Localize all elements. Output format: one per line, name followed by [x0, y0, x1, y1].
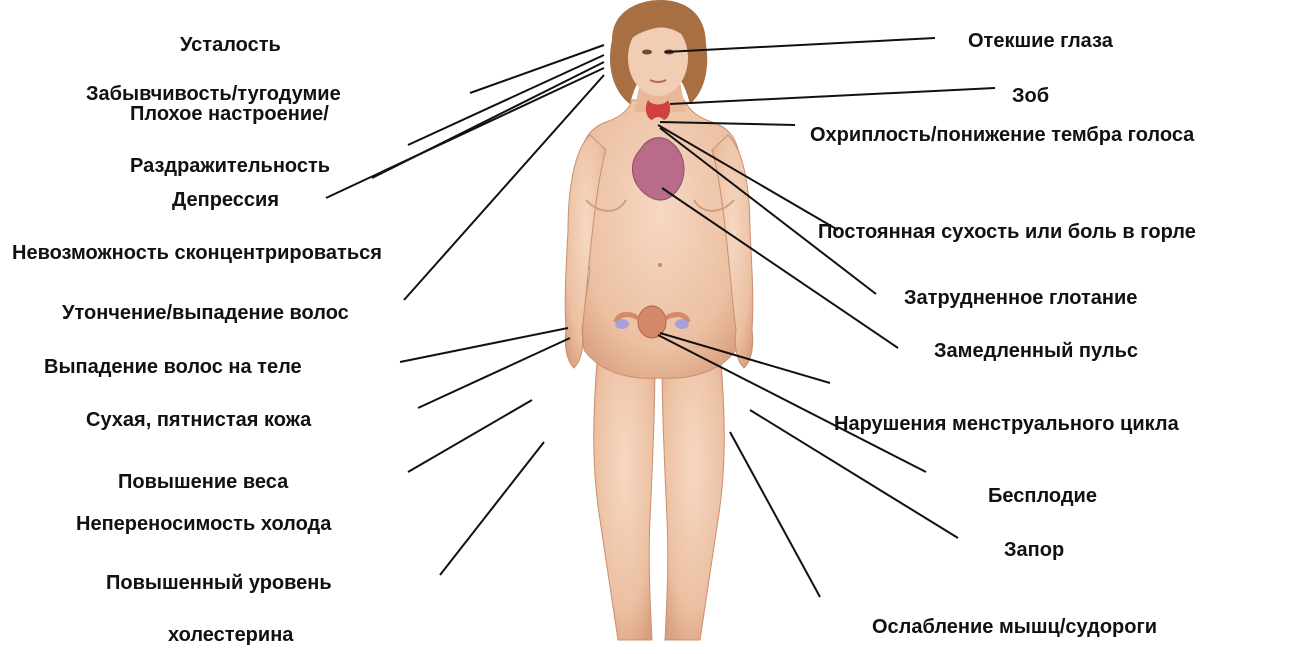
leader-line — [408, 55, 604, 145]
label-constipation: Запор — [1004, 540, 1064, 560]
label-high-cholesterol-line2: холестерина — [168, 625, 293, 645]
right-ovary — [675, 319, 689, 329]
leader-line — [326, 68, 604, 198]
left-ovary — [615, 319, 629, 329]
label-fatigue: Усталость — [180, 35, 281, 55]
leader-line — [670, 88, 995, 104]
label-slow-pulse: Замедленный пульс — [934, 341, 1138, 361]
label-forgetfulness: Забывчивость/тугодумие — [86, 84, 341, 104]
body-figure — [565, 0, 753, 640]
label-dry-skin: Сухая, пятнистая кожа — [86, 410, 311, 430]
label-cold-intolerance: Непереносимость холода — [76, 514, 331, 534]
leader-line — [730, 432, 820, 597]
label-high-cholesterol-line1: Повышенный уровень — [106, 573, 332, 593]
leader-line — [440, 442, 544, 575]
label-depression: Депрессия — [172, 190, 279, 210]
label-goiter: Зоб — [1012, 86, 1049, 106]
navel — [658, 263, 662, 267]
label-dry-throat: Постоянная сухость или боль в горле — [818, 222, 1196, 242]
left-leg — [594, 350, 655, 640]
label-difficulty-swallowing: Затрудненное глотание — [904, 288, 1137, 308]
label-bad-mood: Плохое настроение/ — [130, 104, 329, 124]
label-weight-gain: Повышение веса — [118, 472, 288, 492]
right-leg — [662, 350, 724, 640]
label-body-hair-loss: Выпадение волос на теле — [44, 357, 302, 377]
label-hair-thinning: Утончение/выпадение волос — [62, 303, 349, 323]
label-irritability: Раздражительность — [130, 156, 330, 176]
left-eye — [642, 50, 652, 55]
label-hoarseness: Охриплость/понижение тембра голоса — [810, 125, 1194, 145]
label-menstrual-disorders: Нарушения менструального цикла — [834, 414, 1179, 434]
label-muscle-weakness: Ослабление мышц/судороги — [872, 617, 1157, 637]
leader-line — [418, 338, 570, 408]
leader-line — [400, 328, 568, 362]
label-infertility: Бесплодие — [988, 486, 1097, 506]
label-puffy-eyes: Отекшие глаза — [968, 31, 1113, 51]
label-inability-to-concentrate: Невозможность сконцентрироваться — [12, 243, 382, 263]
leader-line — [408, 400, 532, 472]
